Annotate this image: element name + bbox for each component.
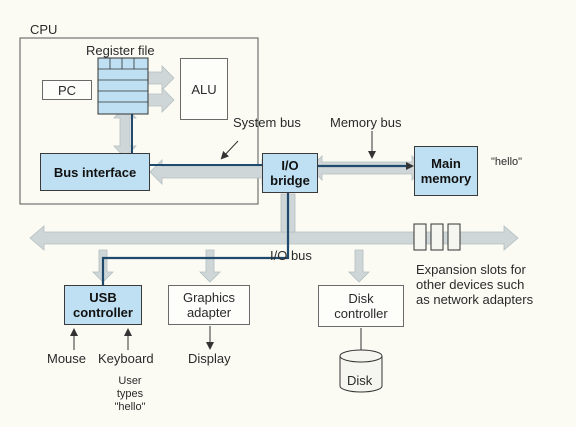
register-file-label: Register file [86, 43, 155, 58]
cpu-label: CPU [30, 22, 58, 37]
memory-content: "hello" [491, 156, 523, 168]
user-types-note: User types "hello" [114, 375, 146, 413]
system-bus [149, 159, 275, 185]
io-bridge: I/O bridge [262, 153, 318, 193]
usb-controller: USB controller [64, 285, 142, 325]
cpu-boundary [19, 37, 259, 205]
memory-bus-label: Memory bus [330, 115, 402, 130]
mouse-label: Mouse [47, 351, 87, 366]
graphics-adapter: Graphics adapter [168, 285, 250, 325]
io-bus [29, 225, 519, 251]
io-bus-label: I/O bus [270, 248, 312, 263]
expansion-slots-label: Expansion slots for other devices such a… [416, 262, 534, 307]
system-bus-label: System bus [233, 115, 301, 130]
alu: ALU [180, 58, 228, 120]
bus-interface: Bus interface [40, 153, 150, 191]
register-file-grid [97, 57, 149, 115]
expansion-slot-icons [413, 223, 461, 251]
system-bus-pointer [220, 140, 239, 160]
keyboard-label: Keyboard [98, 351, 154, 366]
disk-icon [339, 349, 383, 393]
hello-data-path [101, 192, 290, 285]
main-memory: Main memory [414, 146, 478, 196]
io-branches [92, 249, 370, 283]
display-label: Display [188, 351, 231, 366]
disk-label: Disk [347, 373, 373, 388]
disk-controller: Disk controller [318, 285, 404, 327]
pc-register: PC [42, 80, 92, 100]
memory-bus [309, 155, 425, 181]
